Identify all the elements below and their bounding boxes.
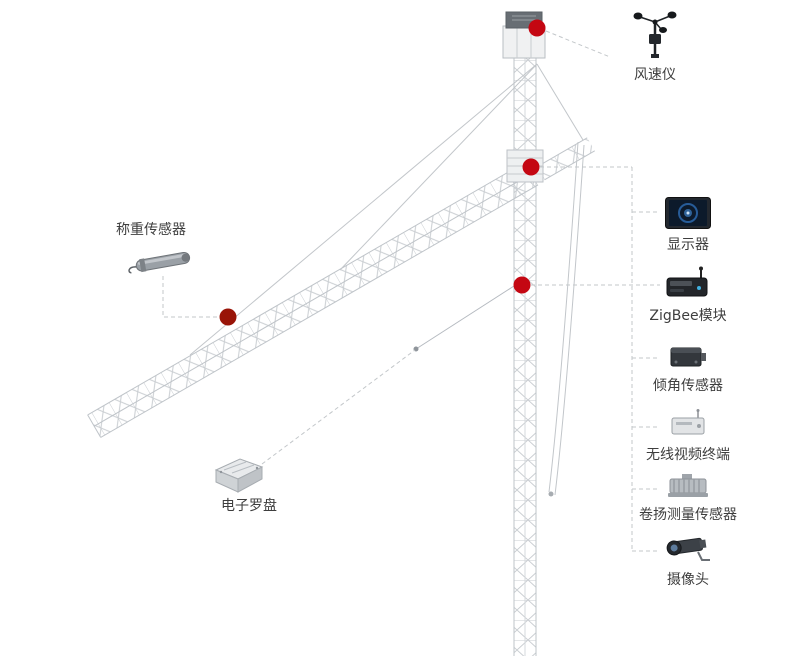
- crane-cab: [502, 11, 546, 59]
- hoist-ropes: [548, 141, 585, 497]
- zigbee-label: ZigBee模块: [649, 308, 727, 324]
- camera-label: 摄像头: [667, 572, 709, 588]
- connector-lines: [162, 30, 660, 552]
- marker-slewing: [522, 158, 540, 176]
- crane-jib: [87, 161, 539, 438]
- load-sensor-label: 称重传感器: [116, 222, 186, 238]
- compass-icon: [210, 454, 266, 496]
- hoist-sensor-label: 卷扬测量传感器: [639, 507, 737, 523]
- monitor-icon: [633, 195, 743, 229]
- right-panel-item-monitor: 显示器: [633, 195, 743, 254]
- right-panel-item-wireless-video: 无线视频终端: [633, 408, 743, 464]
- anemometer-icon: [628, 8, 682, 62]
- counter-jib: [536, 137, 595, 181]
- hoist-sensor-icon: [633, 472, 743, 499]
- right-panel-item-tilt: 倾角传感器: [633, 340, 743, 395]
- right-panel-item-hoist: 卷扬测量传感器: [633, 472, 743, 524]
- marker-tower: [513, 276, 531, 294]
- right-panel-item-camera: 摄像头: [633, 533, 743, 589]
- marker-jib-load: [219, 308, 237, 326]
- pendant-lines: [189, 63, 584, 356]
- sensor-markers: [219, 19, 546, 326]
- camera-icon: [633, 533, 743, 564]
- crane-mast: [513, 56, 537, 656]
- monitor-label: 显示器: [667, 237, 709, 253]
- anemometer-label: 风速仪: [634, 67, 676, 83]
- wireless-video-icon: [633, 408, 743, 439]
- load-sensor-icon: [126, 240, 202, 278]
- slewing-unit: [506, 149, 544, 183]
- wireless-video-label: 无线视频终端: [646, 447, 730, 463]
- tilt-sensor-label: 倾角传感器: [653, 378, 723, 394]
- right-panel-item-zigbee: ZigBee模块: [633, 264, 743, 325]
- marker-anemometer: [528, 19, 546, 37]
- tilt-sensor-icon: [633, 340, 743, 370]
- load-line: [413, 285, 515, 352]
- compass-label: 电子罗盘: [221, 498, 277, 514]
- zigbee-module-icon: [633, 264, 743, 300]
